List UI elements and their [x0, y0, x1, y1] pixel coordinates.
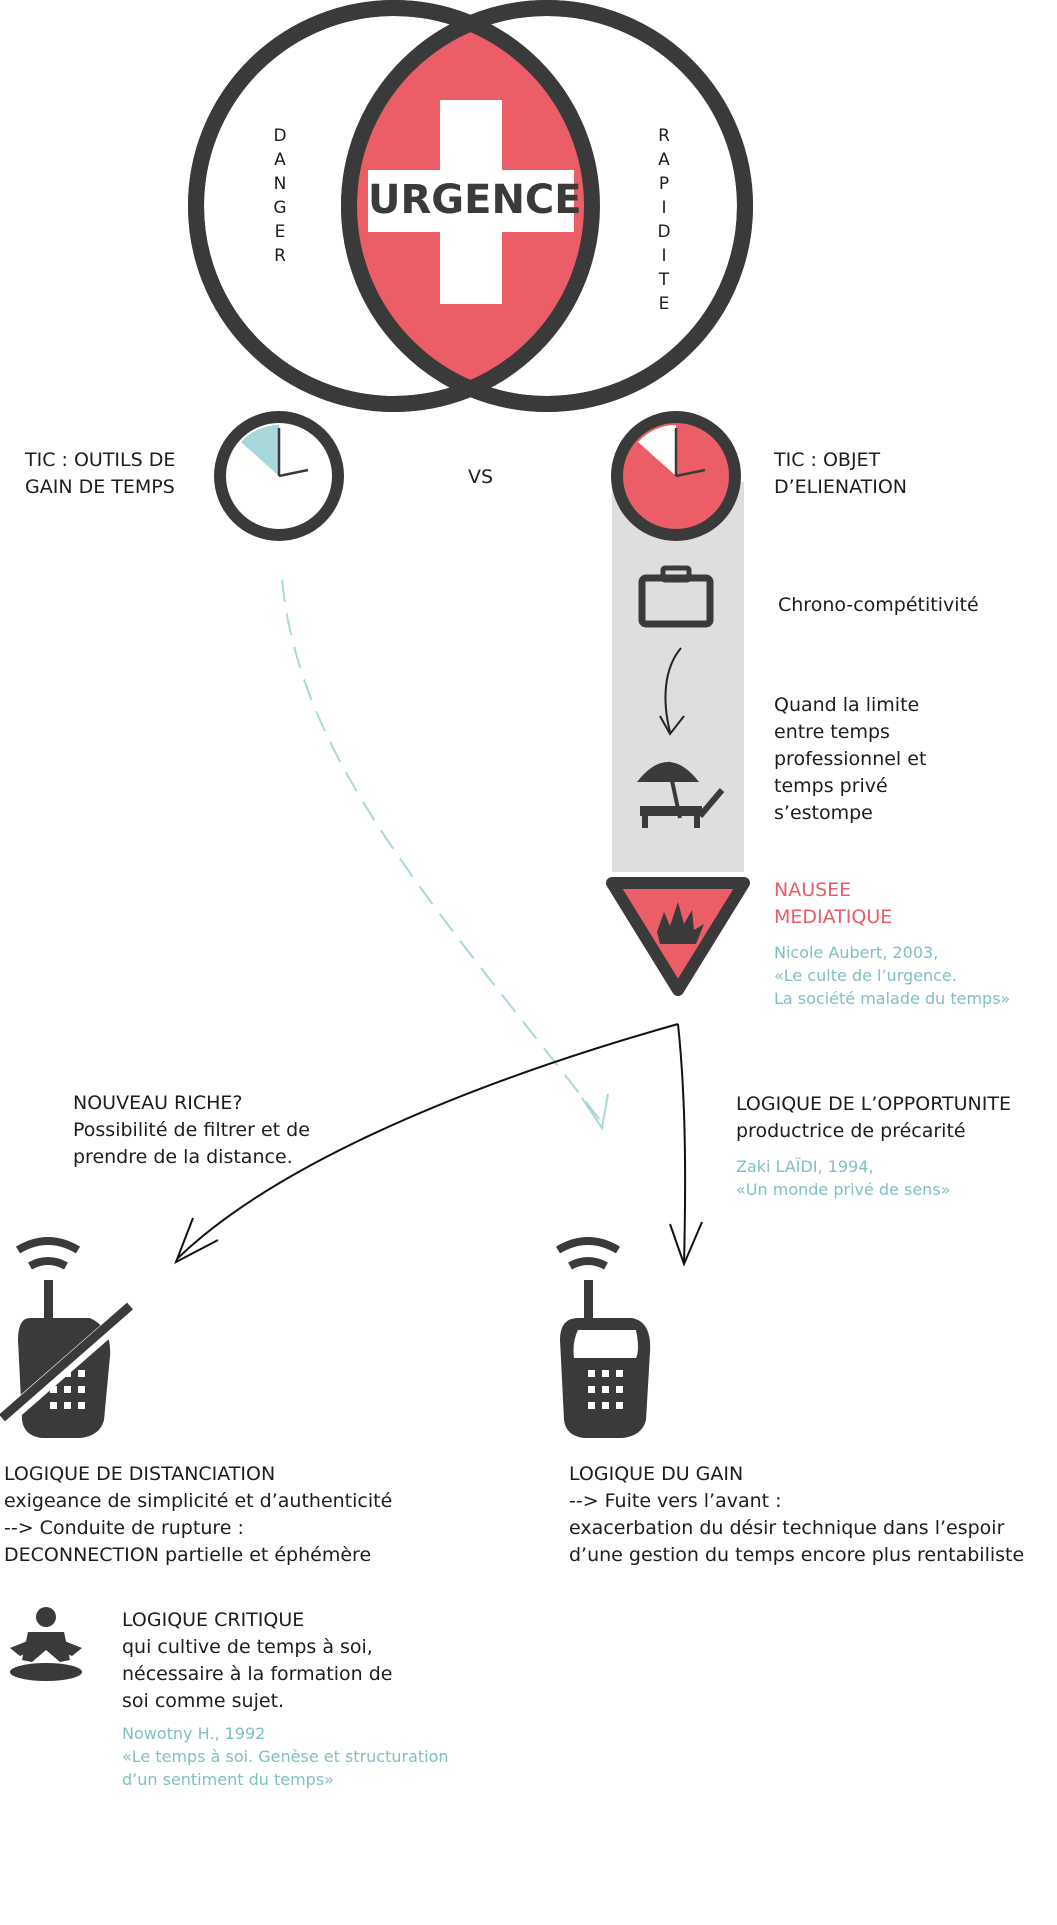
urgence-venn [188, 0, 753, 412]
explosion-warning-icon [606, 877, 750, 996]
arrow-to-gain [677, 1023, 687, 1265]
mobile-phone-crossed-icon [0, 1237, 136, 1438]
opportunite-citation: Zaki LAÏDI, 1994,«Un monde privé de sens… [736, 1157, 951, 1199]
vertical-letter: I [661, 198, 667, 218]
arrow-to-distanciation [177, 1023, 679, 1259]
dashed-arrow [281, 579, 601, 1121]
vertical-letter: E [274, 222, 286, 242]
gain-text: LOGIQUE DU GAIN--> Fuite vers l’avant :e… [569, 1463, 1025, 1566]
vertical-letter: D [657, 222, 671, 242]
nouveau-riche-text: NOUVEAU RICHE?Possibilité de filtrer et … [73, 1092, 310, 1168]
vertical-letter: E [658, 294, 670, 314]
vertical-letter: R [274, 246, 286, 266]
clock-red-icon [611, 411, 741, 541]
mobile-phone-icon [555, 1237, 651, 1438]
briefcase-icon [638, 565, 714, 628]
vertical-letter: R [658, 126, 670, 146]
nausee-citation: Nicole Aubert, 2003,«Le culte de l’urgen… [774, 943, 1011, 1008]
vertical-letter: T [658, 270, 670, 290]
arrow-curve [664, 647, 682, 733]
beach-chair-icon [637, 761, 725, 828]
vs-label: VS [468, 466, 494, 488]
clock-icon [214, 411, 344, 541]
vertical-letter: G [273, 198, 287, 218]
urgence-label: URGENCE [368, 177, 582, 223]
vertical-letter: I [661, 246, 667, 266]
meditation-icon [10, 1607, 82, 1681]
critique-citation: Nowotny H., 1992«Le temps à soi. Genèse … [122, 1724, 449, 1789]
vertical-letter: A [658, 150, 670, 170]
vertical-letter: D [273, 126, 287, 146]
chrono-label: Chrono-compétitivité [778, 594, 979, 616]
vertical-letter: P [658, 174, 670, 194]
vertical-letter: N [273, 174, 287, 194]
vertical-letter: A [274, 150, 286, 170]
